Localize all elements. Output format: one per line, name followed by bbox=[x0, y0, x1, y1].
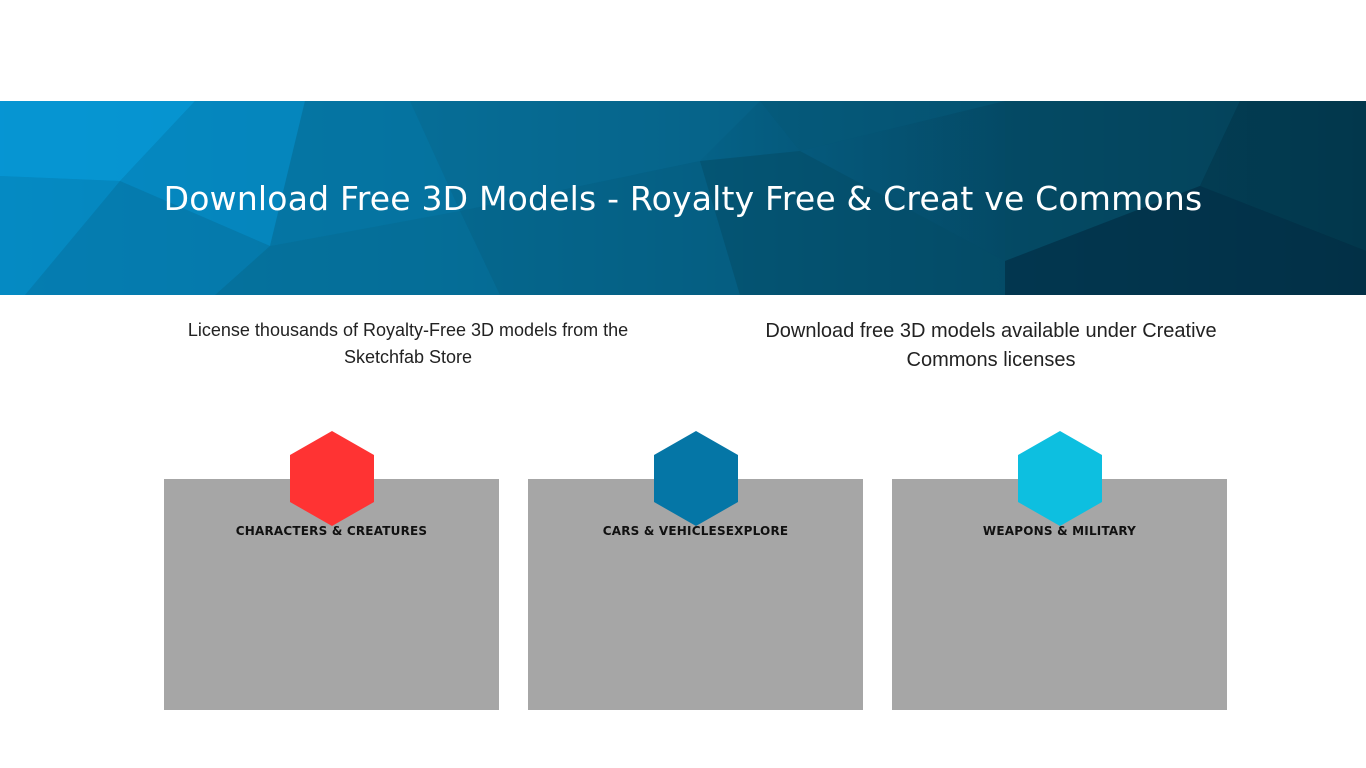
category-label: CARS & VEHICLESEXPLORE bbox=[602, 524, 789, 538]
royalty-free-description: License thousands of Royalty-Free 3D mod… bbox=[187, 320, 629, 367]
category-label: WEAPONS & MILITARY bbox=[982, 524, 1137, 538]
hexagon-icon bbox=[290, 431, 374, 526]
hero-polygon-background bbox=[0, 101, 1366, 295]
hexagon-icon bbox=[654, 431, 738, 526]
hero-banner: Download Free 3D Models - Royalty Free &… bbox=[0, 101, 1366, 295]
page-title: Download Free 3D Models - Royalty Free &… bbox=[163, 178, 1203, 218]
hexagon-icon bbox=[1018, 431, 1102, 526]
category-label: CHARACTERS & CREATURES bbox=[235, 524, 428, 538]
creative-commons-description: Download free 3D models available under … bbox=[765, 320, 1217, 371]
